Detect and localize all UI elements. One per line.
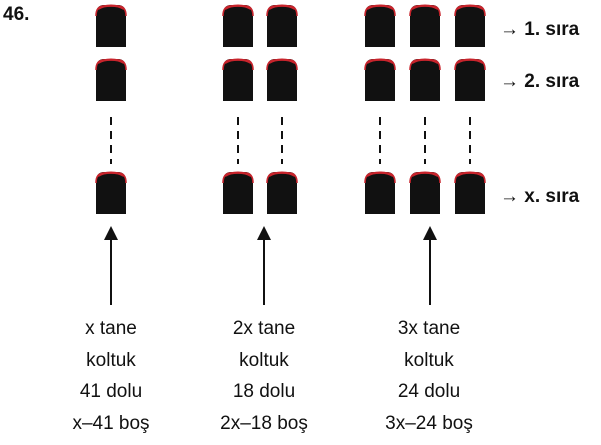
seat-icon: [363, 170, 397, 216]
seat-icon: [221, 170, 255, 216]
seat-icon: [363, 3, 397, 49]
desc-line: 24 dolu: [397, 381, 461, 402]
desc-line: x tane: [85, 318, 137, 339]
row-label-1: → 1. sıra: [500, 19, 579, 41]
seat-icon: [408, 170, 442, 216]
seat-icon: [453, 170, 487, 216]
desc-line: 3x tane: [397, 318, 461, 339]
column-1-seats: [94, 3, 128, 216]
row-label-text: 2. sıra: [524, 71, 580, 92]
seat-icon: [408, 3, 442, 49]
arrow-up-icon: [104, 226, 118, 240]
row-label-2: → 2. sıra: [500, 71, 579, 93]
row-label-x: → x. sıra: [500, 186, 579, 208]
desc-line: 18 dolu: [232, 381, 296, 402]
arrow-right-icon: →: [500, 186, 519, 207]
column-1-description: x tane koltuk 41 dolu x–41 boş: [41, 313, 181, 439]
seat-icon: [265, 3, 299, 49]
desc-line: koltuk: [404, 349, 454, 371]
seat-icon: [408, 57, 442, 103]
seat-icon: [94, 57, 128, 103]
arrow-up-icon: [257, 226, 271, 240]
row-label-text: 1. sıra: [524, 19, 580, 40]
question-number: 46.: [3, 4, 30, 25]
seat-icon: [94, 170, 128, 216]
desc-line: koltuk: [239, 349, 289, 371]
desc-line: 41 dolu: [79, 381, 143, 402]
column-2-seats: [221, 3, 299, 216]
seat-icon: [265, 57, 299, 103]
arrow-right-icon: →: [500, 19, 519, 40]
desc-line: 2x–18 boş: [220, 412, 308, 434]
seat-icon: [221, 57, 255, 103]
column-3-seats: [363, 3, 487, 216]
arrow-up-icon: [423, 226, 437, 240]
arrow-right-icon: →: [500, 71, 519, 92]
ellipsis-dashes: [110, 117, 471, 164]
desc-line: 2x tane: [232, 318, 296, 339]
seat-icon: [453, 57, 487, 103]
column-2-description: 2x tane koltuk 18 dolu 2x–18 boş: [194, 313, 334, 439]
seat-icon: [363, 57, 397, 103]
row-label-text: x. sıra: [524, 186, 580, 207]
up-arrows: [104, 226, 437, 305]
desc-line: x–41 boş: [72, 412, 150, 434]
column-3-description: 3x tane koltuk 24 dolu 3x–24 boş: [359, 313, 499, 439]
desc-line: koltuk: [86, 349, 136, 371]
desc-line: 3x–24 boş: [385, 412, 473, 434]
seat-icon: [453, 3, 487, 49]
seat-icon: [265, 170, 299, 216]
seat-icon: [94, 3, 128, 49]
seat-icon: [221, 3, 255, 49]
